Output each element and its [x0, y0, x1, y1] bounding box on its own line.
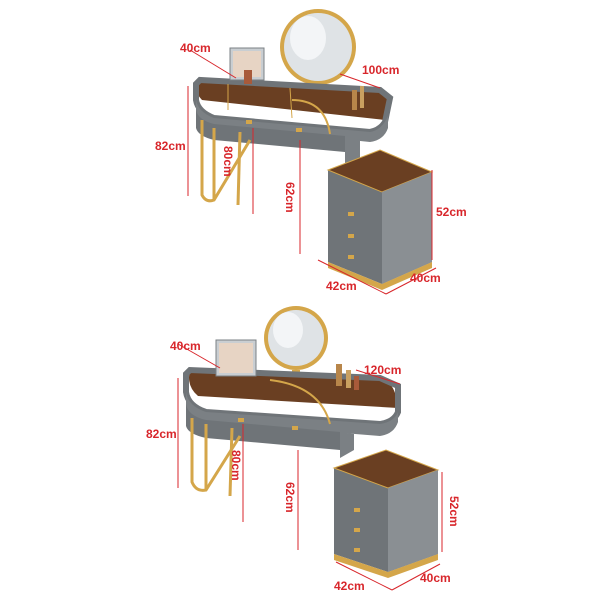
top-depth-label: 40cm	[180, 41, 211, 55]
bottom-product-scene: 40cm 120cm 82cm 80cm 62cm 52cm 42cm 40cm	[0, 300, 600, 600]
round-mirror	[280, 9, 356, 94]
bottom-depth-label: 40cm	[170, 339, 201, 353]
bottom-cabinet-width-label: 42cm	[334, 579, 365, 593]
desk-top	[193, 47, 394, 142]
bottom-width-label: 120cm	[364, 363, 402, 377]
top-cabinet-height-label: 52cm	[436, 205, 467, 219]
desk-front	[186, 404, 354, 458]
top-cabinet-depth-label: 40cm	[410, 271, 441, 285]
bottom-clearance-label: 62cm	[283, 482, 297, 513]
bottom-dimension-lines	[177, 343, 443, 591]
top-total-height-label: 82cm	[155, 139, 186, 153]
top-width-label: 100cm	[362, 63, 400, 77]
desk-top	[183, 339, 401, 436]
top-dimension-lines	[187, 49, 437, 295]
bottom-cabinet-height-label: 52cm	[447, 496, 461, 527]
side-cabinet	[326, 149, 434, 290]
top-product-scene: 40cm 100cm 82cm 80cm 62cm 52cm 42cm 40cm	[155, 9, 467, 295]
gold-legs	[200, 120, 252, 206]
round-mirror	[264, 306, 328, 380]
bottom-vanity-illustration	[177, 306, 443, 591]
gold-legs	[190, 418, 242, 497]
bottom-total-height-label: 82cm	[146, 427, 177, 441]
top-vanity-illustration	[187, 9, 437, 295]
top-leg-height-label: 80cm	[221, 146, 235, 177]
bottom-cabinet-depth-label: 40cm	[420, 571, 451, 585]
bottom-leg-height-label: 80cm	[229, 450, 243, 481]
top-cabinet-width-label: 42cm	[326, 279, 357, 293]
side-cabinet	[332, 449, 440, 578]
top-clearance-label: 62cm	[283, 182, 297, 213]
